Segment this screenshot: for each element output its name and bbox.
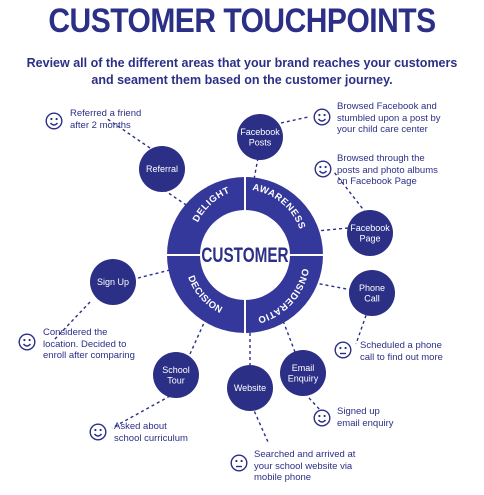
customer-center bbox=[200, 210, 290, 300]
node-circle bbox=[227, 365, 273, 411]
node-label: Sign Up bbox=[97, 277, 129, 287]
center-label: CUSTOMER bbox=[201, 242, 288, 266]
smiley-face-icon bbox=[89, 423, 107, 446]
node-circle bbox=[347, 210, 393, 256]
node-website: Website bbox=[227, 365, 273, 411]
page-title: CUSTOMER TOUCHPOINTS bbox=[48, 2, 436, 40]
node-label: Referral bbox=[146, 164, 178, 174]
smiley-face-icon bbox=[314, 160, 332, 183]
smiley-face-icon bbox=[313, 108, 331, 131]
smiley-face-icon bbox=[18, 333, 36, 356]
page-subtitle: Review all of the different areas that y… bbox=[26, 56, 458, 87]
node-circle bbox=[280, 350, 326, 396]
node-label: Website bbox=[234, 383, 266, 393]
node-sign-up: Sign Up bbox=[90, 259, 136, 305]
smiley-face-icon bbox=[313, 409, 331, 432]
node-circle bbox=[153, 352, 199, 398]
node-circle bbox=[90, 259, 136, 305]
neutral-face-icon bbox=[230, 454, 248, 477]
smiley-face-icon bbox=[45, 112, 63, 135]
node-circle bbox=[237, 114, 283, 160]
node-referral: Referral bbox=[139, 146, 185, 192]
node-circle bbox=[349, 270, 395, 316]
neutral-face-icon bbox=[334, 341, 352, 364]
ring-dividers bbox=[167, 177, 323, 333]
node-circle bbox=[139, 146, 185, 192]
